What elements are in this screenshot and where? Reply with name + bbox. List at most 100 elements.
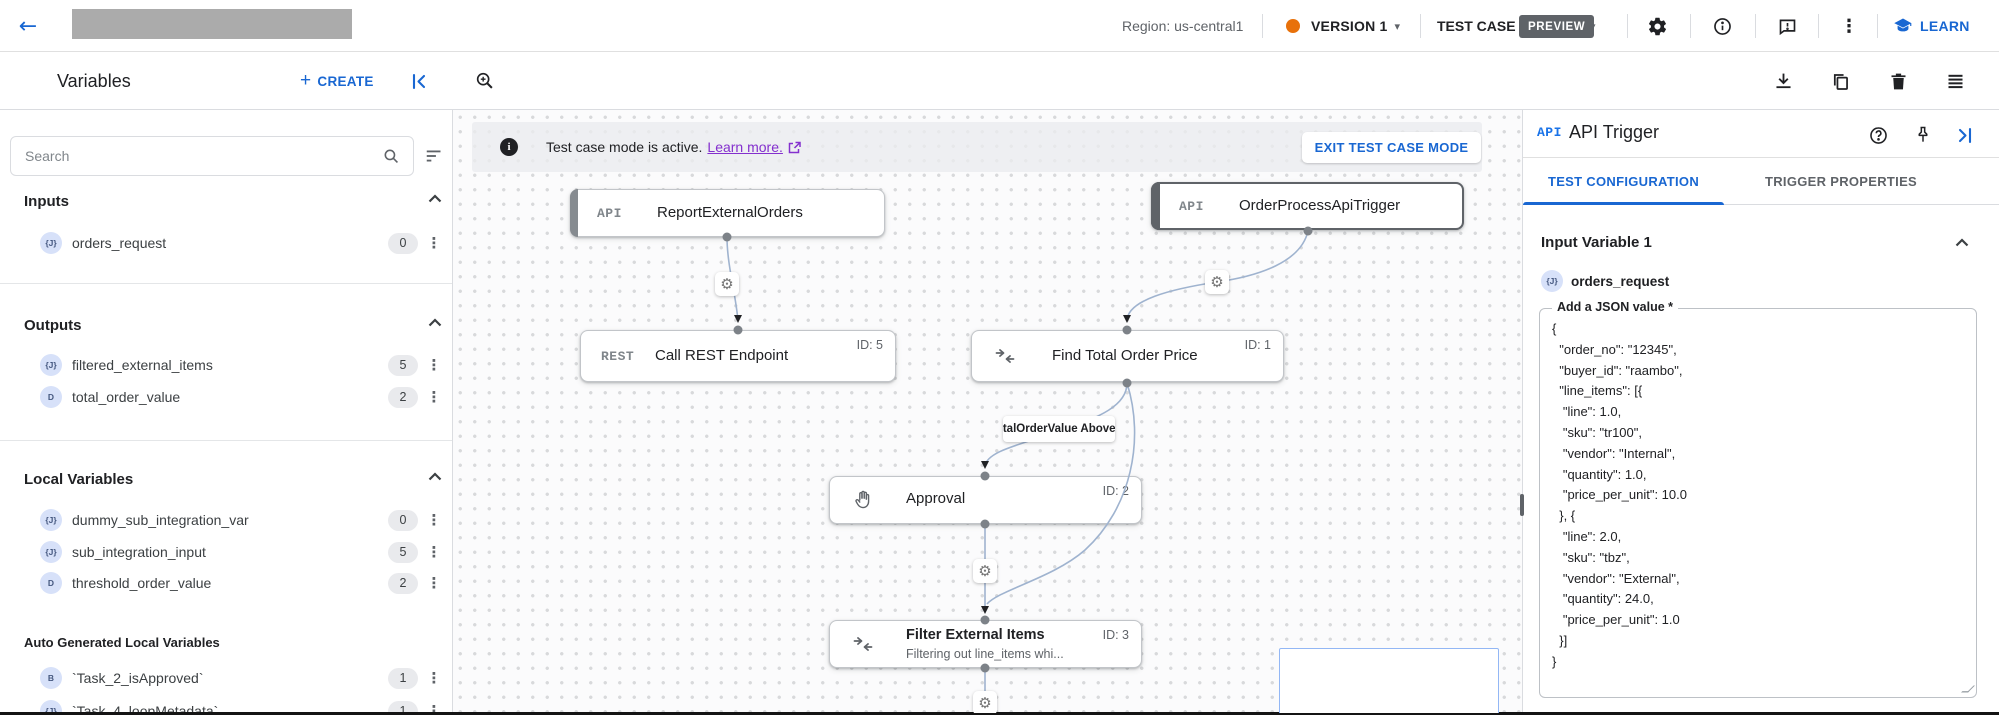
- active-tab-underline: [1523, 202, 1724, 205]
- variable-row[interactable]: D threshold_order_value 2 ⋮: [0, 567, 452, 599]
- panel-resize-grip[interactable]: [1520, 494, 1524, 516]
- variable-row[interactable]: {J} sub_integration_input 5 ⋮: [0, 536, 452, 568]
- learn-button[interactable]: LEARN: [1893, 0, 1970, 52]
- secondary-toolbar: Variables + CREATE ▾ TEST test-1: [0, 52, 1999, 149]
- preview-badge: PREVIEW: [1519, 15, 1595, 38]
- collapse-panel-left-icon[interactable]: [408, 70, 430, 92]
- settings-gear-icon[interactable]: [1646, 15, 1668, 37]
- api-type-label: API: [1179, 199, 1204, 214]
- screen-bottom-edge: [0, 712, 1999, 715]
- chevron-up-icon[interactable]: [428, 194, 442, 203]
- tab-trigger-properties[interactable]: TRIGGER PROPERTIES: [1764, 174, 1918, 189]
- node-filter-external-items[interactable]: Filter External Items Filtering out line…: [829, 620, 1142, 668]
- edge-gear-icon[interactable]: ⚙: [973, 691, 997, 713]
- divider: [1690, 14, 1691, 38]
- test-case-dropdown-icon[interactable]: ▾: [1590, 19, 1596, 33]
- row-menu-icon[interactable]: ⋮: [426, 574, 442, 592]
- chevron-up-icon[interactable]: [428, 318, 442, 327]
- variable-name: threshold_order_value: [72, 575, 212, 591]
- divider: [1755, 14, 1756, 38]
- create-variable-button[interactable]: + CREATE: [300, 52, 374, 110]
- config-panel: API API Trigger TEST CONFIGURATION TRIGG…: [1520, 110, 1999, 713]
- tab-test-configuration[interactable]: TEST CONFIGURATION: [1547, 174, 1700, 189]
- edge-gear-icon[interactable]: ⚙: [1205, 270, 1229, 294]
- row-menu-icon[interactable]: ⋮: [426, 356, 442, 374]
- external-link-icon: [788, 141, 801, 154]
- node-title: ReportExternalOrders: [657, 204, 803, 221]
- variable-row[interactable]: B `Task_2_isApproved` 1 ⋮: [0, 662, 452, 694]
- duplicate-icon[interactable]: [1829, 70, 1851, 92]
- divider: [1877, 14, 1878, 38]
- node-find-total-order-price[interactable]: Find Total Order Price ID: 1: [971, 330, 1284, 382]
- version-label: VERSION 1: [1311, 18, 1388, 34]
- download-icon[interactable]: [1772, 70, 1794, 92]
- divider: [1627, 14, 1628, 38]
- graduation-cap-icon: [1893, 16, 1913, 36]
- api-type-label: API: [1537, 125, 1562, 140]
- chevron-down-icon: ▾: [1394, 19, 1401, 33]
- variable-row[interactable]: {J} `Task_4_loopMetadata` 1 ⋮: [0, 695, 452, 713]
- variable-row[interactable]: D total_order_value 2 ⋮: [0, 381, 452, 413]
- section-title-outputs: Outputs: [24, 316, 82, 334]
- integration-title-redacted: [72, 9, 352, 39]
- variable-row[interactable]: {J} orders_request 0 ⋮: [0, 227, 452, 259]
- node-order-process-api-trigger[interactable]: API OrderProcessApiTrigger: [1151, 182, 1464, 230]
- json-value-input[interactable]: { "order_no": "12345", "buyer_id": "raam…: [1552, 321, 1687, 669]
- learn-more-link[interactable]: Learn more.: [707, 139, 783, 155]
- row-menu-icon[interactable]: ⋮: [426, 702, 442, 713]
- variable-name: `Task_2_isApproved`: [72, 670, 204, 686]
- row-menu-icon[interactable]: ⋮: [426, 543, 442, 561]
- edge-gear-icon[interactable]: ⚙: [973, 559, 997, 583]
- edge-gear-icon[interactable]: ⚙: [715, 272, 739, 296]
- row-menu-icon[interactable]: ⋮: [426, 234, 442, 252]
- node-accent-bar: [1151, 182, 1160, 230]
- region-label: Region: us-central1: [1122, 18, 1244, 34]
- pin-icon[interactable]: [1912, 124, 1934, 146]
- more-options-icon[interactable]: ⋮: [1840, 15, 1858, 37]
- help-icon[interactable]: [1867, 124, 1889, 146]
- dense-menu-icon[interactable]: [1944, 70, 1966, 92]
- node-call-rest-endpoint[interactable]: REST Call REST Endpoint ID: 5: [580, 330, 896, 382]
- info-icon[interactable]: [1711, 15, 1733, 37]
- json-type-icon: {J}: [40, 700, 62, 713]
- test-case-label: TEST CASE: [1437, 18, 1516, 34]
- api-type-label: API: [597, 206, 622, 221]
- delete-icon[interactable]: [1887, 70, 1909, 92]
- variable-name: orders_request: [72, 235, 167, 251]
- variable-row[interactable]: {J} filtered_external_items 5 ⋮: [0, 349, 452, 381]
- node-approval[interactable]: Approval ID: 2: [829, 476, 1142, 524]
- zoom-control-icon[interactable]: [474, 70, 496, 92]
- search-input[interactable]: [25, 148, 382, 164]
- divider: [0, 440, 452, 441]
- plus-icon: +: [300, 70, 312, 91]
- chevron-up-icon[interactable]: [1955, 238, 1969, 247]
- node-report-external-orders[interactable]: API ReportExternalOrders: [570, 189, 885, 237]
- canvas-note-box[interactable]: [1279, 648, 1499, 713]
- section-title-local-variables: Local Variables: [24, 470, 134, 488]
- edge-condition-label[interactable]: TotalOrderValue Above ...: [1003, 416, 1115, 442]
- row-menu-icon[interactable]: ⋮: [426, 669, 442, 687]
- feedback-icon[interactable]: [1776, 15, 1798, 37]
- collapse-panel-right-icon[interactable]: [1953, 124, 1975, 146]
- json-value-field: Add a JSON value * { "order_no": "12345"…: [1539, 300, 1977, 698]
- variable-name: orders_request: [1571, 273, 1670, 289]
- rest-type-label: REST: [601, 349, 635, 364]
- data-mapping-icon: [994, 345, 1016, 367]
- json-type-icon: {J}: [40, 354, 62, 376]
- row-menu-icon[interactable]: ⋮: [426, 388, 442, 406]
- variable-name: filtered_external_items: [72, 357, 213, 373]
- sort-variables-icon[interactable]: [424, 145, 446, 167]
- variable-name: total_order_value: [72, 389, 181, 405]
- back-arrow-icon[interactable]: ←: [18, 13, 38, 39]
- row-menu-icon[interactable]: ⋮: [426, 511, 442, 529]
- version-dropdown[interactable]: VERSION 1 ▾: [1311, 0, 1400, 52]
- exit-test-case-mode-button[interactable]: EXIT TEST CASE MODE: [1302, 132, 1481, 163]
- usage-count-badge: 5: [388, 541, 418, 563]
- flow-canvas[interactable]: i Test case mode is active. Learn more. …: [453, 110, 1522, 713]
- variable-row[interactable]: {J} dummy_sub_integration_var 0 ⋮: [0, 504, 452, 536]
- chevron-up-icon[interactable]: [428, 472, 442, 481]
- node-title: Filter External Items: [906, 627, 1045, 643]
- variable-search-box[interactable]: [10, 136, 414, 176]
- section-title-inputs: Inputs: [24, 192, 69, 210]
